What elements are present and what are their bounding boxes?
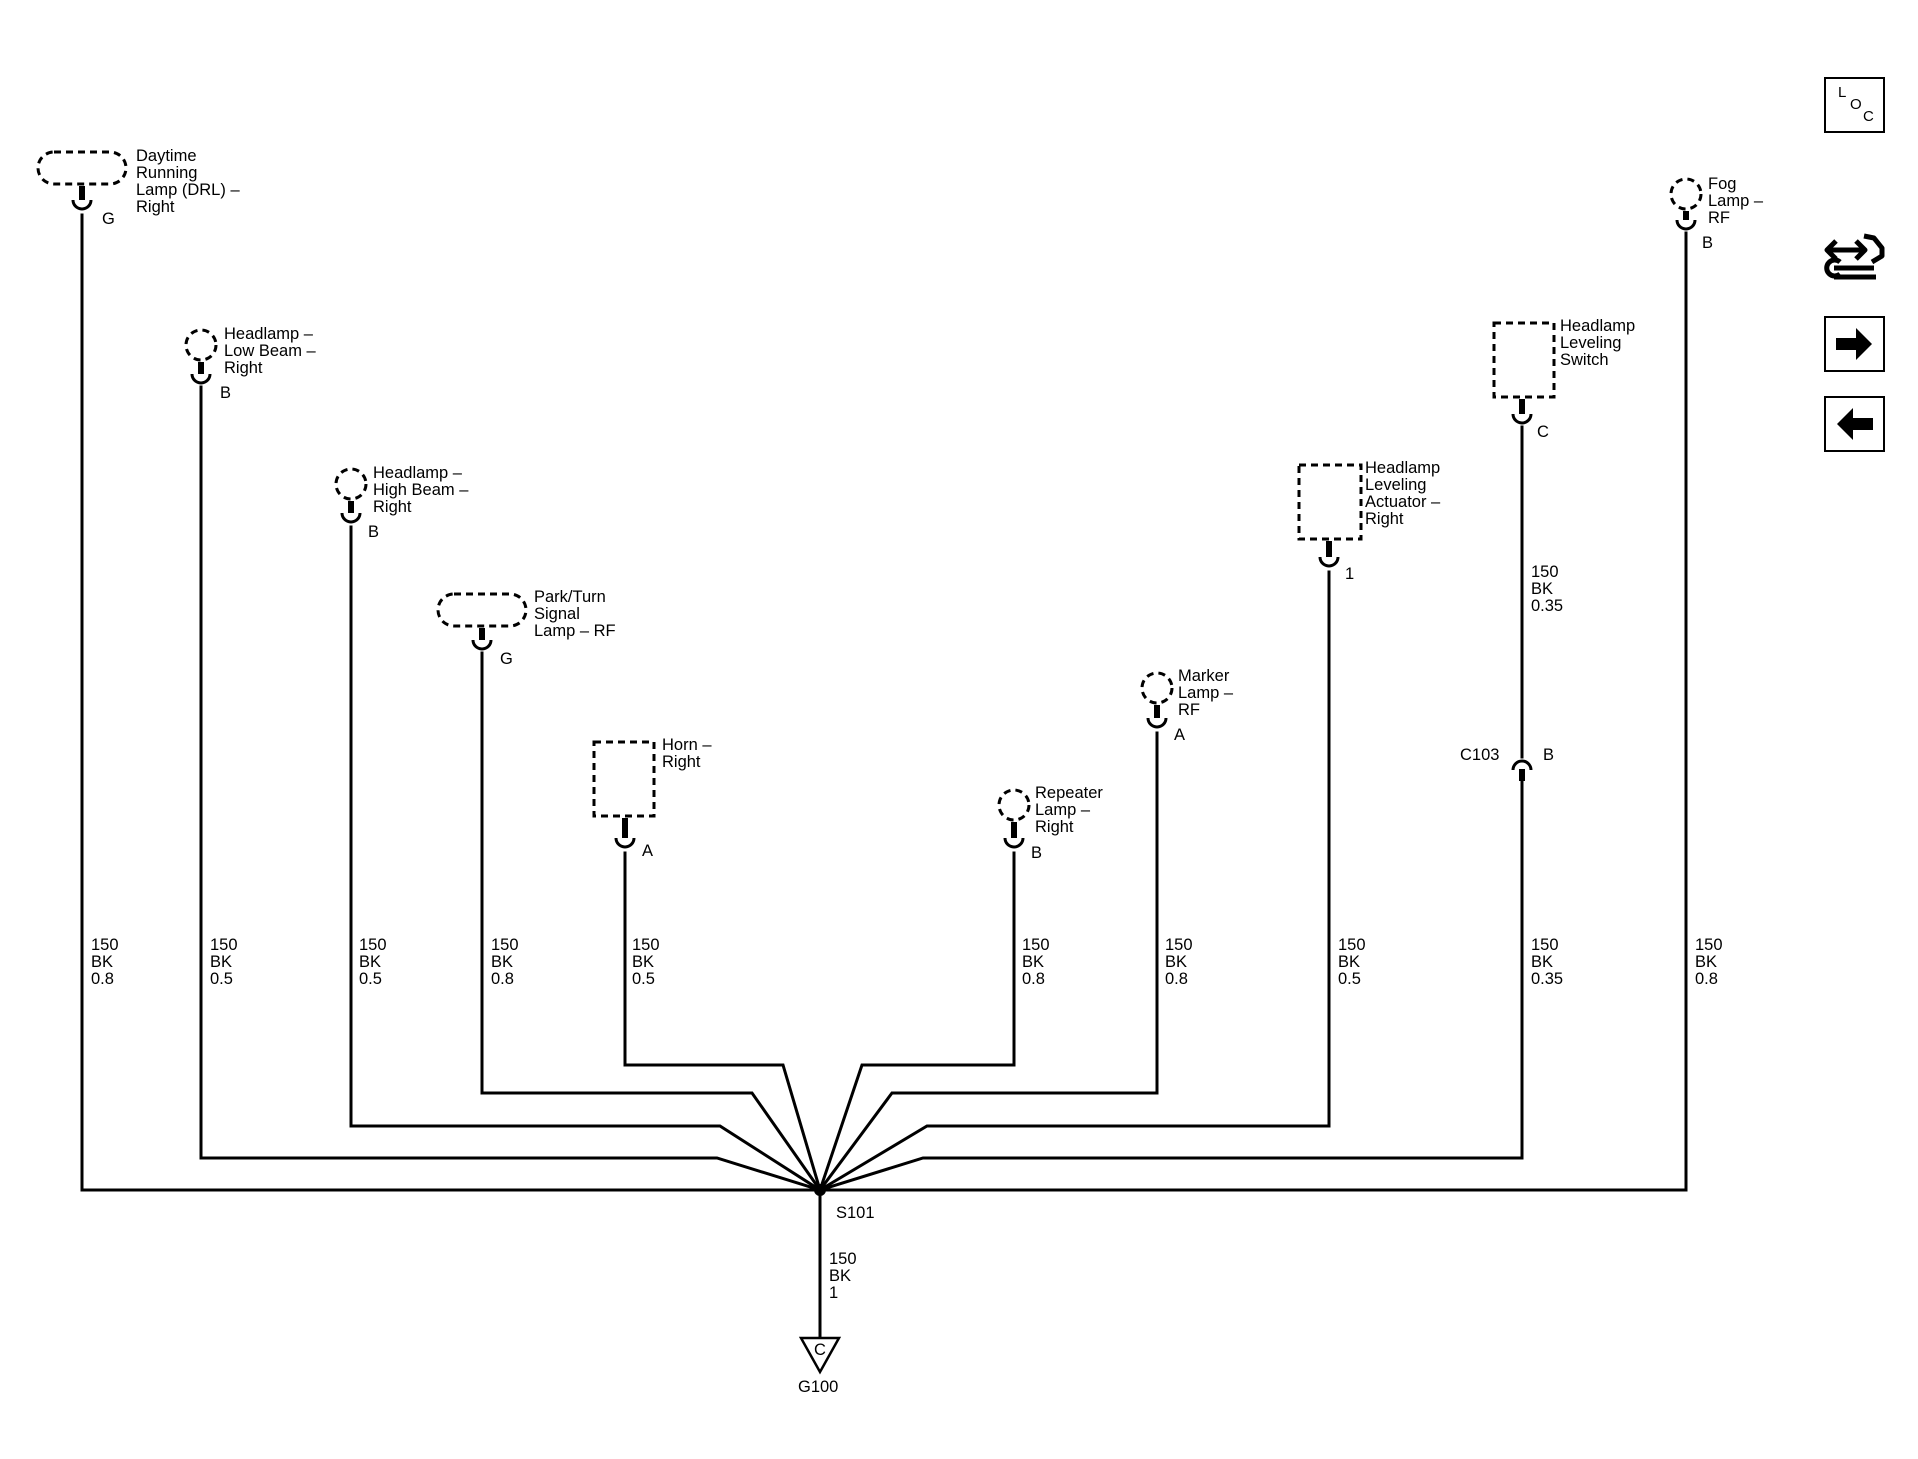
c103-connector-symbol — [1511, 759, 1533, 771]
actuator-wire-label: 150 BK 0.5 — [1338, 936, 1370, 988]
ground-wire-label: 150 BK 1 — [829, 1250, 861, 1302]
marker-label: Marker Lamp – RF — [1178, 667, 1238, 719]
loc-letter-c: C — [1863, 108, 1874, 125]
arrow-left-icon — [1837, 408, 1873, 440]
drl-pin: G — [102, 210, 115, 228]
loc-letter-l: L — [1838, 84, 1847, 101]
wire-actuator — [817, 570, 1331, 1193]
actuator-pin: 1 — [1345, 565, 1354, 583]
repeater-pin: B — [1031, 844, 1042, 862]
next-page-button[interactable] — [1824, 316, 1885, 372]
lowbeam-lamp-symbol — [184, 328, 218, 362]
wire-drl — [80, 213, 822, 1192]
levelswitch-wire-label: 150 BK 0.35 — [1531, 936, 1563, 988]
horn-symbol — [592, 740, 656, 818]
highbeam-label: Headlamp – High Beam – Right — [373, 464, 473, 516]
marker-pin: A — [1174, 726, 1185, 744]
horn-label: Horn – Right — [662, 736, 716, 771]
fog-pin: B — [1702, 234, 1713, 252]
loc-button[interactable]: L O C — [1824, 77, 1885, 133]
horn-wire-label: 150 BK 0.5 — [632, 936, 664, 988]
parkturn-pin: G — [500, 650, 513, 668]
wire-lowbeam — [199, 385, 822, 1192]
parkturn-label: Park/Turn Signal Lamp – RF — [534, 588, 616, 640]
arrow-right-icon — [1836, 328, 1872, 360]
repeater-lamp-symbol — [997, 788, 1031, 822]
parkturn-lamp-symbol — [436, 592, 528, 628]
s101-label: S101 — [836, 1204, 875, 1222]
lowbeam-label: Headlamp – Low Beam – Right — [224, 325, 320, 377]
levelswitch-pin: C — [1537, 423, 1549, 441]
parkturn-wire-label: 150 BK 0.8 — [491, 936, 523, 988]
wire-parkturn — [480, 651, 823, 1193]
c103-label: C103 — [1460, 746, 1499, 764]
wire-fog — [818, 231, 1688, 1192]
wire-horn — [623, 851, 822, 1192]
wire-levelswitch — [818, 779, 1524, 1192]
prev-page-button[interactable] — [1824, 396, 1885, 452]
repeater-wire-label: 150 BK 0.8 — [1022, 936, 1054, 988]
wire-repeater — [818, 851, 1016, 1192]
marker-wire-label: 150 BK 0.8 — [1165, 936, 1197, 988]
fog-lamp-symbol — [1669, 177, 1703, 211]
levelswitch-label: Headlamp Leveling Switch — [1560, 317, 1640, 369]
wire-marker — [817, 731, 1159, 1193]
fog-wire-label: 150 BK 0.8 — [1695, 936, 1727, 988]
repeater-label: Repeater Lamp – Right — [1035, 784, 1107, 836]
actuator-symbol — [1297, 463, 1363, 541]
highbeam-lamp-symbol — [334, 467, 368, 501]
levelswitch-symbol — [1492, 321, 1556, 399]
c103-pin: B — [1543, 746, 1554, 764]
ground-pin: C — [814, 1341, 826, 1359]
loc-letter-o: O — [1850, 96, 1862, 113]
actuator-label: Headlamp Leveling Actuator – Right — [1365, 459, 1445, 528]
splice-s101-dot — [814, 1184, 826, 1196]
drl-wire-label: 150 BK 0.8 — [91, 936, 123, 988]
drl-label: Daytime Running Lamp (DRL) – Right — [136, 147, 244, 216]
fog-label: Fog Lamp – RF — [1708, 175, 1768, 227]
lowbeam-pin: B — [220, 384, 231, 402]
lowbeam-wire-label: 150 BK 0.5 — [210, 936, 242, 988]
marker-lamp-symbol — [1140, 671, 1174, 705]
ground-g100-symbol — [798, 1336, 842, 1375]
highbeam-wire-label: 150 BK 0.5 — [359, 936, 391, 988]
horn-pin: A — [642, 842, 653, 860]
wire-highbeam — [349, 525, 823, 1193]
highbeam-pin: B — [368, 523, 379, 541]
g100-label: G100 — [798, 1378, 838, 1396]
drl-lamp-symbol — [36, 150, 128, 186]
levelswitch-upper-wire-label: 150 BK 0.35 — [1531, 563, 1563, 615]
connector-cross-reference-icon[interactable] — [1822, 228, 1888, 296]
